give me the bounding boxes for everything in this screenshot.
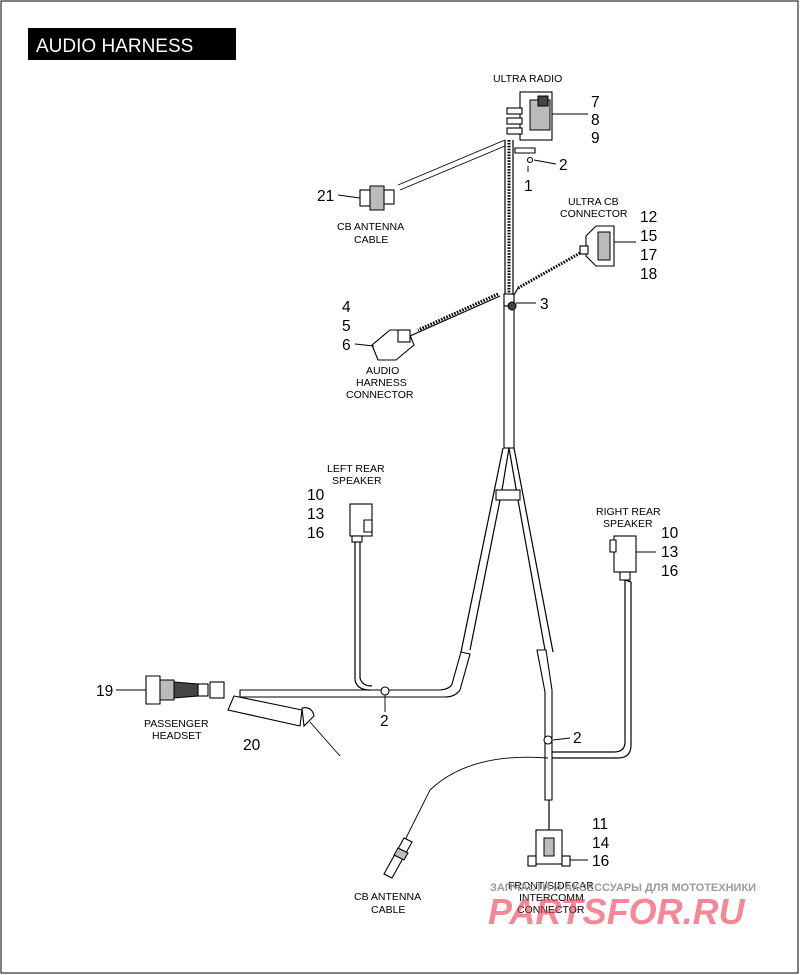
ultra-cb-label-line1: ULTRA CB — [568, 196, 619, 208]
right-lower-clip — [543, 735, 553, 745]
audio-harness-label-line2: HARNESS — [356, 377, 407, 389]
radio-bracket — [514, 147, 536, 154]
callout-right-clip: 2 — [573, 730, 582, 747]
callout-left-speaker-2: 13 — [307, 506, 324, 523]
diagram-title: AUDIO HARNESS — [36, 36, 193, 57]
callout-cb-4: 18 — [640, 266, 657, 283]
callout-radio-2: 8 — [591, 112, 600, 129]
passenger-headset-label-line2: HEADSET — [152, 730, 202, 742]
callout-leaders — [116, 113, 656, 861]
callout-right-speaker-1: 10 — [661, 525, 679, 542]
cb-antenna-bottom-label-line1: CB ANTENNA — [354, 891, 421, 903]
left-rear-label-line2: SPEAKER — [332, 475, 382, 487]
watermark-brand: PARTSFOR.RU — [488, 891, 746, 932]
callout-top-clip: 3 — [540, 296, 549, 313]
ultra-cb-connector — [579, 225, 615, 267]
intercomm-connector — [527, 829, 571, 867]
wiring — [239, 139, 632, 841]
title-plate — [28, 28, 236, 60]
audio-branch-conduit — [417, 292, 499, 332]
callout-cb-3: 17 — [640, 247, 657, 264]
intercomm-label-line3: CONNECTOR — [517, 904, 585, 916]
left-rear-label-line1: LEFT REAR — [327, 463, 385, 475]
callout-cb-1: 12 — [640, 209, 657, 226]
callout-intercomm-2: 14 — [592, 835, 610, 852]
callout-left-clip: 2 — [380, 713, 389, 730]
split-sleeve — [495, 489, 521, 501]
headset-cover — [227, 695, 341, 757]
callout-audio-2: 5 — [342, 318, 351, 335]
right-lower-conduit — [536, 649, 553, 801]
right-rear-label-line1: RIGHT REAR — [596, 506, 661, 518]
right-branch-wire — [508, 447, 546, 651]
cb-antenna-plug-bottom — [383, 837, 413, 879]
ultra-cb-label-line2: CONNECTOR — [560, 208, 628, 220]
passenger-headset-connector — [145, 675, 225, 705]
watermark-tagline: ЗАПЧАСТИ И АКСЕССУАРЫ ДЛЯ МОТОТЕХНИКИ — [490, 882, 756, 894]
callout-headset: 19 — [96, 683, 113, 700]
ultra-radio-connector — [506, 91, 553, 164]
cb-antenna-cable-upper — [397, 139, 506, 186]
cb-antenna-cable-lower — [404, 756, 549, 841]
callout-intercomm-3: 16 — [592, 853, 609, 870]
callout-radio-3: 9 — [591, 130, 600, 147]
main-trunk-conduit — [503, 299, 515, 449]
callout-radio-1: 7 — [591, 94, 600, 111]
cb-branch-conduit — [517, 250, 583, 290]
intercomm-label-line2: INTERCOMM — [519, 892, 584, 904]
cb-antenna-bottom-label-line2: CABLE — [371, 904, 405, 916]
left-branch-wire — [469, 447, 510, 651]
top-clip — [503, 293, 517, 311]
callout-audio-1: 4 — [342, 299, 351, 316]
callout-cb-antenna-top: 21 — [317, 188, 334, 205]
right-rear-label-line2: SPEAKER — [603, 518, 653, 530]
ultra-radio-label: ULTRA RADIO — [493, 73, 562, 85]
callout-left-speaker-1: 10 — [307, 487, 325, 504]
callout-audio-3: 6 — [342, 337, 351, 354]
audio-harness-label-line1: AUDIO — [366, 365, 399, 377]
audio-harness-label-line3: CONNECTOR — [346, 389, 414, 401]
callout-headset-cover: 20 — [243, 737, 261, 754]
intercomm-label-line1: FRONT/SIDECAR — [508, 880, 594, 892]
callout-intercomm-1: 11 — [592, 816, 608, 833]
callout-right-speaker-2: 13 — [661, 544, 678, 561]
cb-antenna-top-label-line2: CABLE — [354, 234, 388, 246]
cb-antenna-top-label-line1: CB ANTENNA — [337, 221, 404, 233]
right-rear-speaker-connector — [609, 535, 637, 581]
callout-cb-2: 15 — [640, 228, 657, 245]
left-rear-speaker-connector — [349, 503, 373, 543]
cb-antenna-plug-top — [359, 185, 395, 211]
callout-radio-screw: 2 — [559, 157, 568, 174]
callout-radio-bracket: 1 — [524, 178, 533, 195]
callout-right-speaker-3: 16 — [661, 563, 678, 580]
audio-harness-connector — [371, 329, 415, 361]
radio-screw — [526, 156, 534, 164]
left-lower-clip — [380, 686, 390, 696]
passenger-headset-label-line1: PASSENGER — [144, 718, 209, 730]
callout-left-speaker-3: 16 — [307, 525, 324, 542]
